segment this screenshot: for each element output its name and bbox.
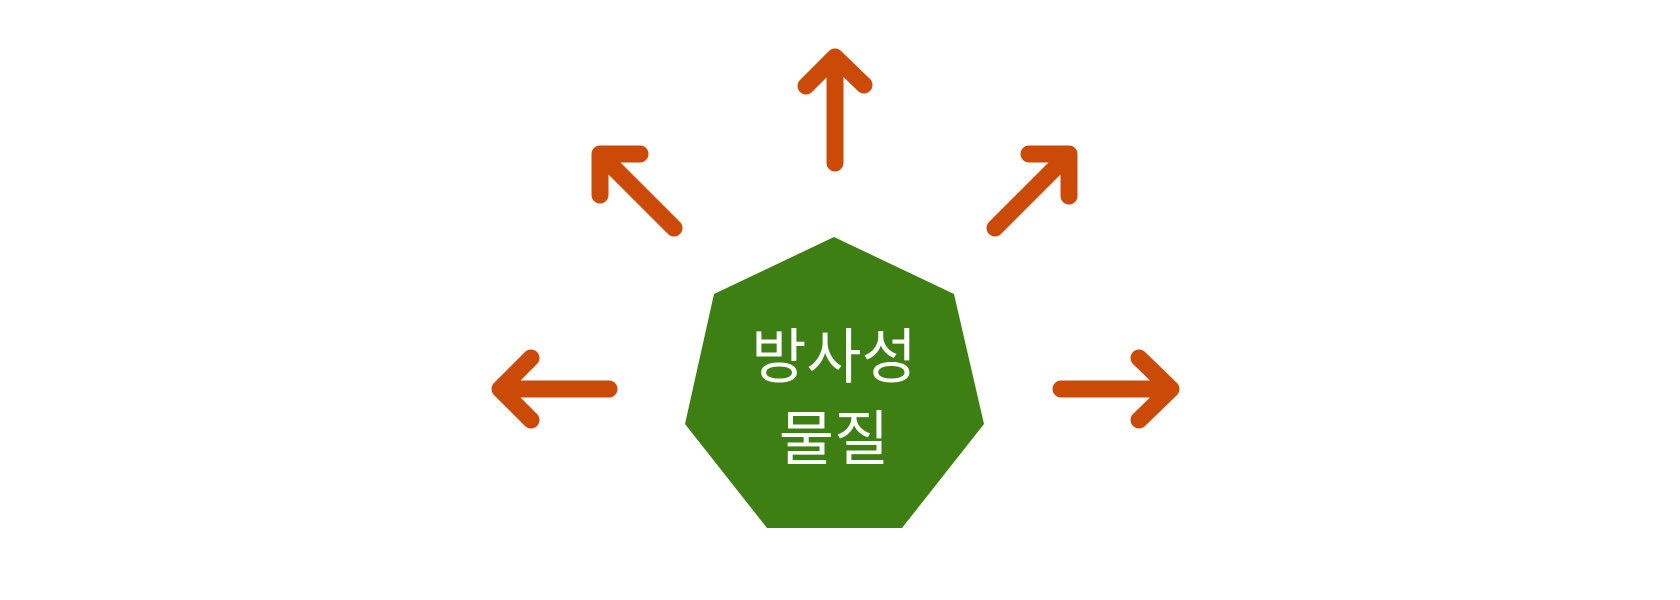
center-label-line-2: 물질 xyxy=(779,405,889,475)
arrow-left-icon xyxy=(491,349,618,429)
arrow-up-left-icon xyxy=(591,145,683,237)
arrow-up-right-icon xyxy=(986,145,1078,237)
arrow-up-icon xyxy=(797,48,873,172)
arrow-right-icon xyxy=(1052,349,1180,429)
radioactive-material-heptagon xyxy=(685,237,984,528)
radiation-arrows xyxy=(491,48,1180,429)
center-label-line-1: 방사성 xyxy=(751,323,917,393)
